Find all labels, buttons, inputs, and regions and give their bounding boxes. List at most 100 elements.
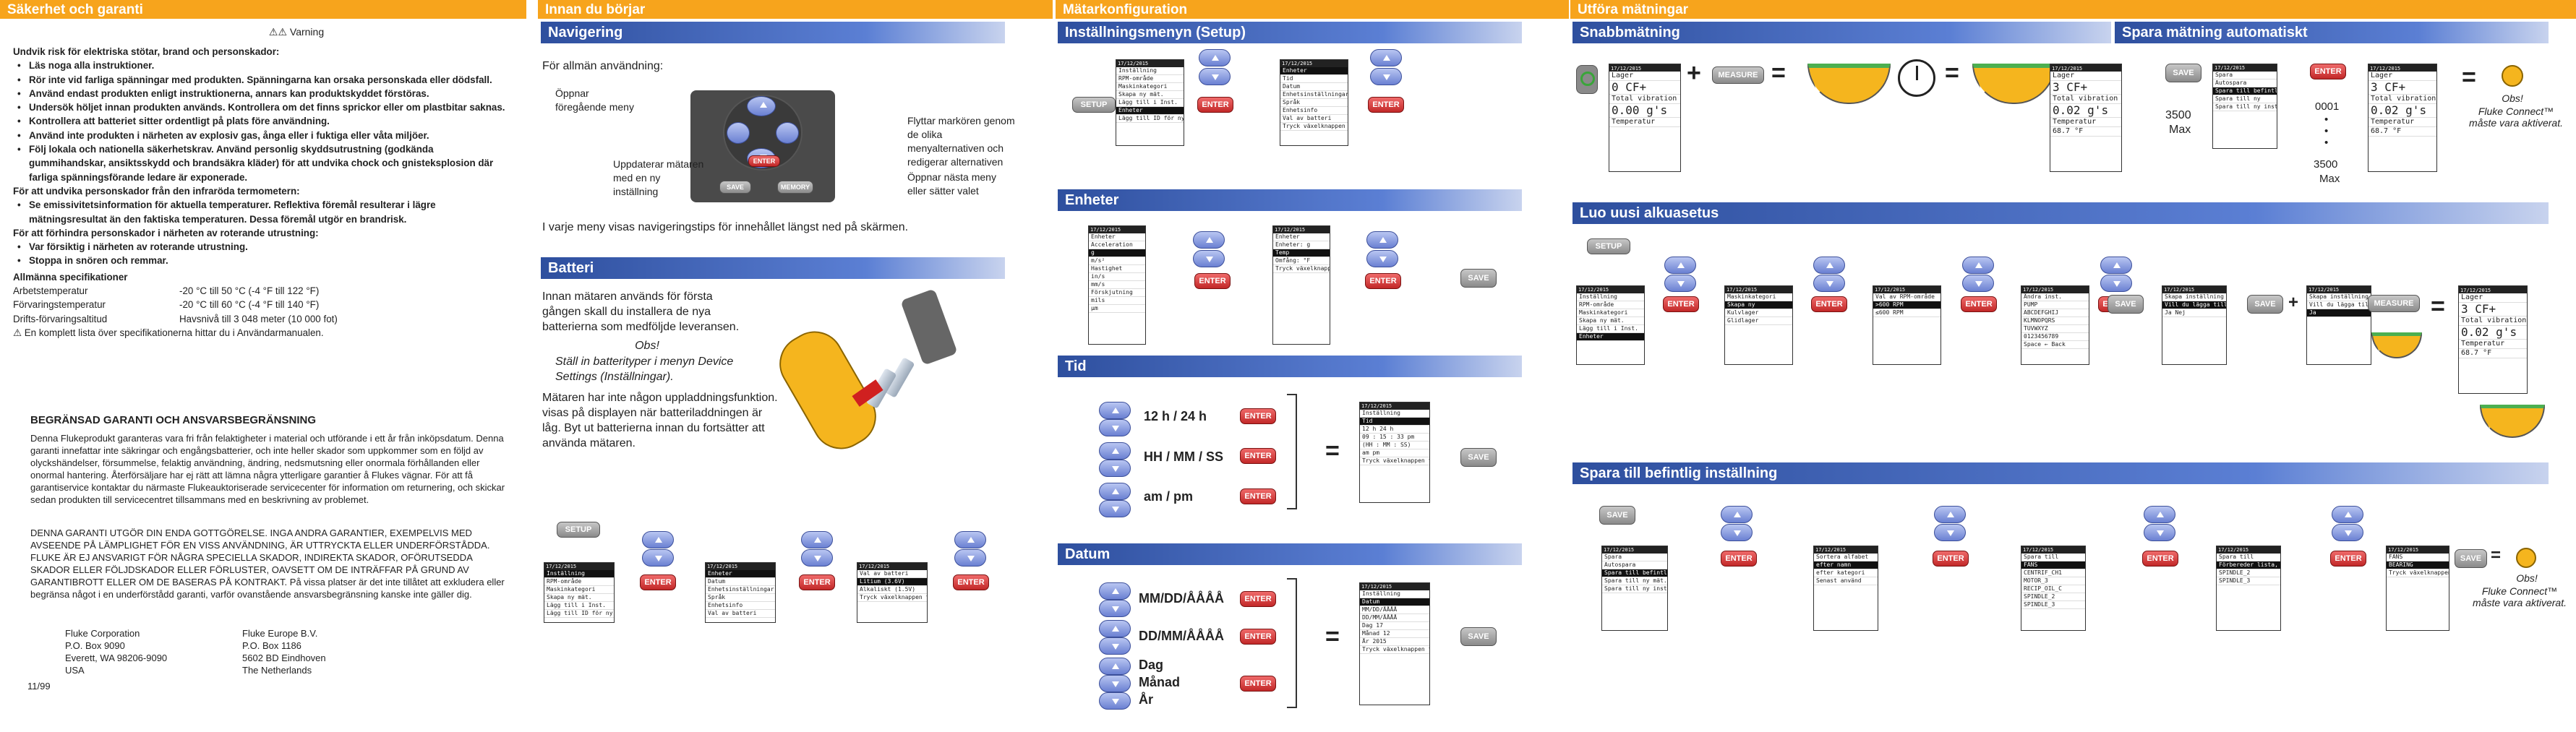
power-button-icon[interactable] xyxy=(1576,65,1598,94)
setup-button[interactable]: SETUP xyxy=(1587,238,1630,254)
enter-button[interactable]: ENTER xyxy=(1240,448,1276,464)
save-button[interactable]: SAVE xyxy=(2165,64,2201,82)
down-arrow-icon[interactable] xyxy=(1721,524,1753,541)
enter-button[interactable]: ENTER xyxy=(953,574,989,590)
up-arrow-icon[interactable] xyxy=(1370,49,1402,66)
down-arrow-icon[interactable] xyxy=(1099,419,1131,436)
up-arrow-icon[interactable] xyxy=(2144,506,2175,523)
enter-button[interactable]: ENTER xyxy=(640,574,676,590)
enter-button[interactable]: ENTER xyxy=(1240,408,1276,424)
units-section-title: Enheter xyxy=(1058,189,1522,211)
up-arrow-icon[interactable] xyxy=(2100,257,2132,274)
save-button[interactable]: SAVE xyxy=(1460,448,1497,467)
date-month-label: Månad xyxy=(1139,675,1181,689)
up-arrow-icon[interactable] xyxy=(1099,442,1131,460)
down-arrow-icon[interactable] xyxy=(1934,524,1966,541)
up-arrow-icon[interactable] xyxy=(801,531,833,548)
up-arrow-icon[interactable] xyxy=(747,96,776,116)
down-arrow-icon[interactable] xyxy=(1099,692,1131,710)
down-arrow-icon[interactable] xyxy=(954,549,986,567)
down-arrow-icon[interactable] xyxy=(1813,275,1845,292)
down-arrow-icon[interactable] xyxy=(1099,460,1131,477)
down-arrow-icon[interactable] xyxy=(801,549,833,567)
up-arrow-icon[interactable] xyxy=(1813,257,1845,274)
down-arrow-icon[interactable] xyxy=(2332,524,2363,541)
down-arrow-icon[interactable] xyxy=(1370,68,1402,85)
list-item: Stoppa in snören och remmar. xyxy=(13,254,512,268)
save-button[interactable]: SAVE xyxy=(2108,295,2144,314)
col2-header: Innan du börjar xyxy=(538,0,1053,19)
enter-button[interactable]: ENTER xyxy=(2330,551,2366,567)
up-arrow-icon[interactable] xyxy=(1199,49,1231,66)
up-arrow-icon[interactable] xyxy=(1962,257,1994,274)
setup-button[interactable]: SETUP xyxy=(557,522,600,538)
down-arrow-icon[interactable] xyxy=(1099,600,1131,617)
enter-button[interactable]: ENTER xyxy=(1811,296,1847,312)
enter-button[interactable]: ENTER xyxy=(1194,273,1231,289)
enter-button[interactable]: ENTER xyxy=(1240,488,1276,504)
up-arrow-icon[interactable] xyxy=(1366,231,1398,249)
up-arrow-icon[interactable] xyxy=(2332,506,2363,523)
enter-button[interactable]: ENTER xyxy=(1933,551,1969,567)
save-button[interactable]: SAVE xyxy=(2247,295,2283,314)
plus-icon: + xyxy=(1687,59,1701,87)
enter-button[interactable]: ENTER xyxy=(1240,591,1276,607)
up-arrow-icon[interactable] xyxy=(1099,402,1131,419)
down-arrow-icon[interactable] xyxy=(642,549,674,567)
enter-button[interactable]: ENTER xyxy=(2142,551,2178,567)
down-arrow-icon[interactable] xyxy=(1199,68,1231,85)
equals-icon: = xyxy=(1325,623,1340,650)
up-arrow-icon[interactable] xyxy=(1664,257,1696,274)
right-arrow-icon[interactable] xyxy=(776,122,799,144)
enter-button[interactable]: ENTER xyxy=(748,155,780,167)
down-arrow-icon[interactable] xyxy=(1962,275,1994,292)
down-arrow-icon[interactable] xyxy=(1099,500,1131,517)
save-button[interactable]: SAVE xyxy=(2455,549,2487,568)
up-arrow-icon[interactable] xyxy=(954,531,986,548)
bracket xyxy=(1287,394,1297,509)
enter-button[interactable]: ENTER xyxy=(799,574,835,590)
enter-button[interactable]: ENTER xyxy=(2310,64,2346,79)
enter-button[interactable]: ENTER xyxy=(1240,629,1276,645)
up-arrow-icon[interactable] xyxy=(1193,231,1225,249)
down-arrow-icon[interactable] xyxy=(1193,250,1225,267)
up-arrow-icon[interactable] xyxy=(1099,658,1131,675)
nav-label-update: Uppdaterar mätaren med en ny inställning xyxy=(613,158,704,197)
down-arrow-icon[interactable] xyxy=(1366,250,1398,267)
left-arrow-icon[interactable] xyxy=(727,122,750,144)
save-button[interactable]: SAVE xyxy=(1460,627,1497,646)
measure-button[interactable]: MEASURE xyxy=(2368,295,2420,312)
safety-text: Undvik risk för elektriska stötar, brand… xyxy=(13,45,512,340)
save-button[interactable]: SAVE xyxy=(1460,269,1497,288)
down-arrow-icon[interactable] xyxy=(1099,675,1131,692)
spec-row: Arbetstemperatur-20 °C till 50 °C (-4 °F… xyxy=(13,285,320,297)
save-button[interactable]: SAVE xyxy=(719,181,751,194)
enter-button[interactable]: ENTER xyxy=(1721,551,1757,567)
time-section-title: Tid xyxy=(1058,356,1522,377)
down-arrow-icon[interactable] xyxy=(2100,275,2132,292)
up-arrow-icon[interactable] xyxy=(1099,582,1131,600)
setup-button[interactable]: SETUP xyxy=(1072,97,1116,113)
enter-button[interactable]: ENTER xyxy=(1197,97,1233,113)
measure-button[interactable]: MEASURE xyxy=(1712,66,1764,84)
save-button[interactable]: SAVE xyxy=(1599,506,1635,525)
enter-button[interactable]: ENTER xyxy=(1368,97,1404,113)
memory-button[interactable]: MEMORY xyxy=(777,181,813,194)
enter-button[interactable]: ENTER xyxy=(1663,296,1699,312)
enter-button[interactable]: ENTER xyxy=(1961,296,1997,312)
up-arrow-icon[interactable] xyxy=(1721,506,1753,523)
up-arrow-icon[interactable] xyxy=(1099,620,1131,637)
down-arrow-icon[interactable] xyxy=(1664,275,1696,292)
up-arrow-icon[interactable] xyxy=(1099,483,1131,500)
up-arrow-icon[interactable] xyxy=(642,531,674,548)
up-arrow-icon[interactable] xyxy=(1934,506,1966,523)
enter-button[interactable]: ENTER xyxy=(1365,273,1401,289)
down-arrow-icon[interactable] xyxy=(2144,524,2175,541)
enter-button[interactable]: ENTER xyxy=(1240,676,1276,692)
down-arrow-icon[interactable] xyxy=(1099,637,1131,655)
keypad-image: ENTER SAVE MEMORY xyxy=(690,90,835,202)
